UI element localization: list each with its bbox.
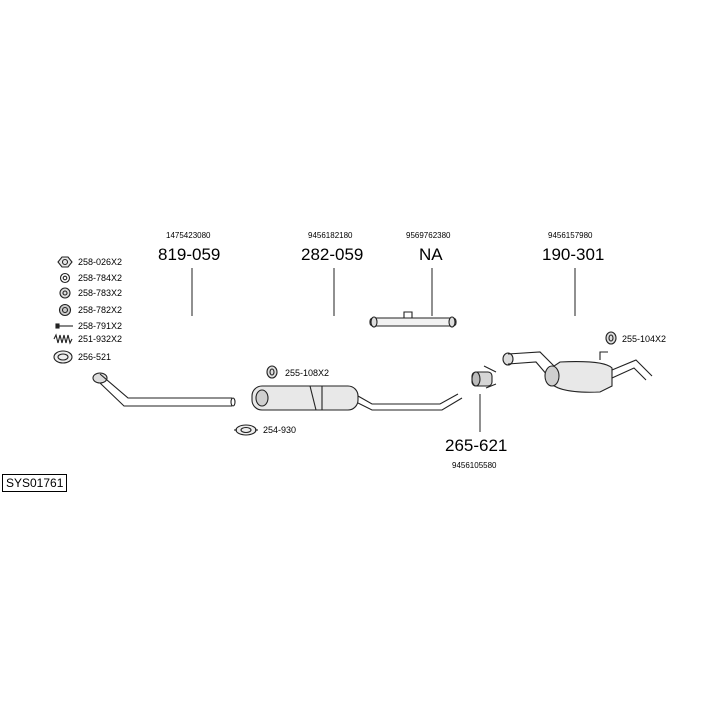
- connector-clamp: [471, 365, 497, 389]
- nut-icon: [57, 256, 73, 268]
- hardware-label[interactable]: 258-782X2: [78, 305, 123, 315]
- spring-washer-icon: [59, 287, 71, 299]
- callout-label[interactable]: 254-930: [263, 425, 297, 435]
- part-number[interactable]: 265-621: [445, 436, 508, 455]
- hardware-label[interactable]: 258-784X2: [78, 273, 123, 283]
- intermediate-pipe: [369, 311, 457, 328]
- hardware-icons: [53, 256, 73, 364]
- part-number[interactable]: 819-059: [158, 245, 221, 264]
- rear-clamp-icon: [605, 331, 617, 345]
- oem-number: 9456105580: [452, 461, 497, 470]
- system-code: SYS01761: [2, 474, 68, 492]
- clamp-icon: [266, 365, 278, 379]
- oem-number: 9456157980: [548, 231, 593, 240]
- hardware-label[interactable]: 258-791X2: [78, 321, 123, 331]
- hardware-label[interactable]: 251-932X2: [78, 334, 123, 344]
- part-number[interactable]: NA: [419, 245, 443, 264]
- rear-silencer: [502, 351, 653, 393]
- bolt-icon: [55, 323, 73, 329]
- middle-silencer: [251, 385, 463, 411]
- spring-icon: [53, 333, 73, 345]
- gasket-icon: [234, 424, 258, 436]
- spring-clip-icon: [58, 303, 72, 317]
- oem-number: 1475423080: [166, 231, 211, 240]
- oem-number: 9456182180: [308, 231, 353, 240]
- callout-label[interactable]: 255-104X2: [622, 334, 667, 344]
- part-number[interactable]: 282-059: [301, 245, 364, 264]
- gasket-ring-icon: [53, 350, 73, 364]
- callout-label[interactable]: 255-108X2: [285, 368, 330, 378]
- hardware-label[interactable]: 256-521: [78, 352, 112, 362]
- washer-icon: [59, 272, 71, 284]
- oem-number: 9569762380: [406, 231, 451, 240]
- hardware-label[interactable]: 258-783X2: [78, 288, 123, 298]
- hardware-label[interactable]: 258-026X2: [78, 257, 123, 267]
- part-number[interactable]: 190-301: [542, 245, 605, 264]
- front-pipe: [92, 372, 236, 407]
